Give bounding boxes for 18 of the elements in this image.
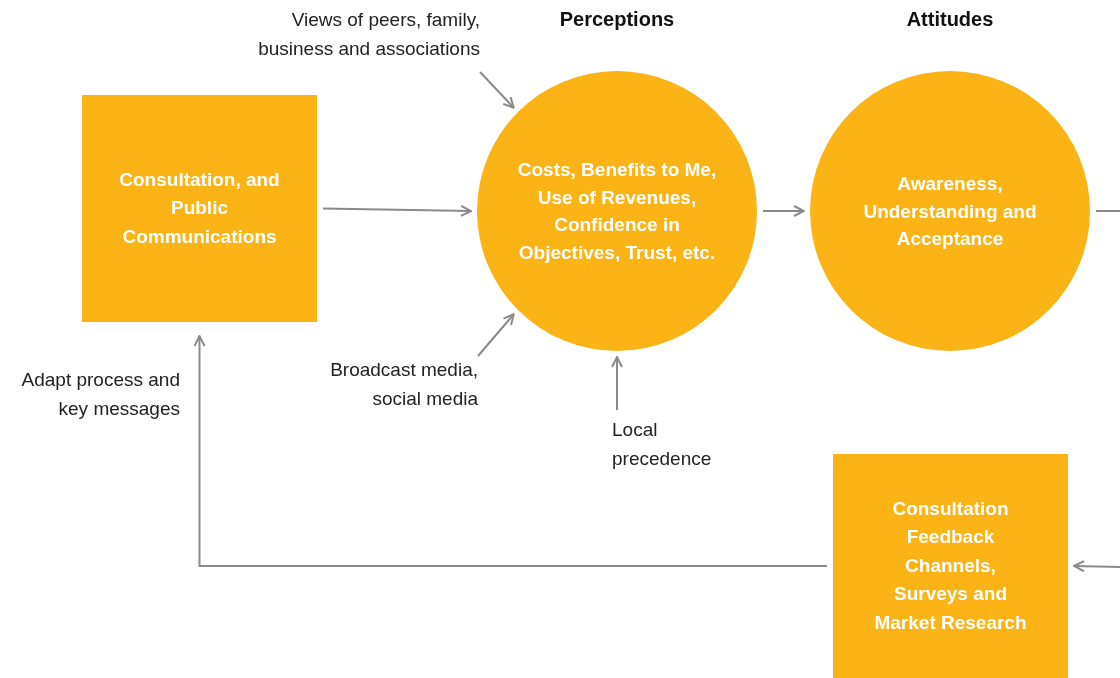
arrow [611, 356, 623, 411]
arrow [193, 335, 828, 567]
arrow [762, 205, 805, 217]
process-box [82, 95, 317, 322]
stage-heading: Attitudes [905, 8, 995, 31]
arrow [1073, 560, 1120, 573]
influence-label: Broadcast media, social media [329, 358, 478, 411]
box-text: Consultation, and Public Communications [118, 167, 281, 249]
stage-heading: Perceptions [558, 8, 676, 31]
arrow [477, 313, 515, 357]
influence-label: Views of peers, family, business and associations [257, 8, 480, 61]
influence-label: Local precedence [612, 418, 713, 471]
circle-text: Awareness, Understanding and Acceptance [862, 171, 1038, 251]
arrow [322, 204, 472, 217]
circle-text: Costs, Benefits to Me, Use of Revenues, Confidence in Objectives, Trust, etc. [516, 157, 718, 265]
process-box [833, 454, 1068, 678]
arrow [479, 71, 515, 109]
box-text: Consultation Feedback Channels, Surveys and Market Research [873, 496, 1028, 635]
